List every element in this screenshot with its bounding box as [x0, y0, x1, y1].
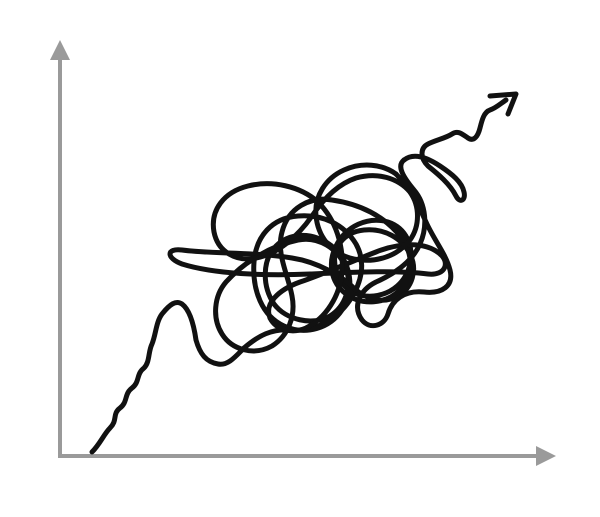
progress-scribble: [89, 91, 519, 455]
x-axis-arrowhead-icon: [536, 446, 556, 466]
y-axis-arrowhead-icon: [50, 40, 70, 60]
tangle-knot: [213, 196, 416, 354]
loop-upper: [210, 162, 420, 334]
wavy-rise-segment: [89, 299, 247, 455]
loop-outer-left: [167, 242, 448, 321]
loop-right: [355, 157, 454, 329]
axes: [50, 40, 556, 466]
escape-segment: [401, 97, 509, 203]
scribble-arrowhead-icon: [487, 91, 519, 117]
